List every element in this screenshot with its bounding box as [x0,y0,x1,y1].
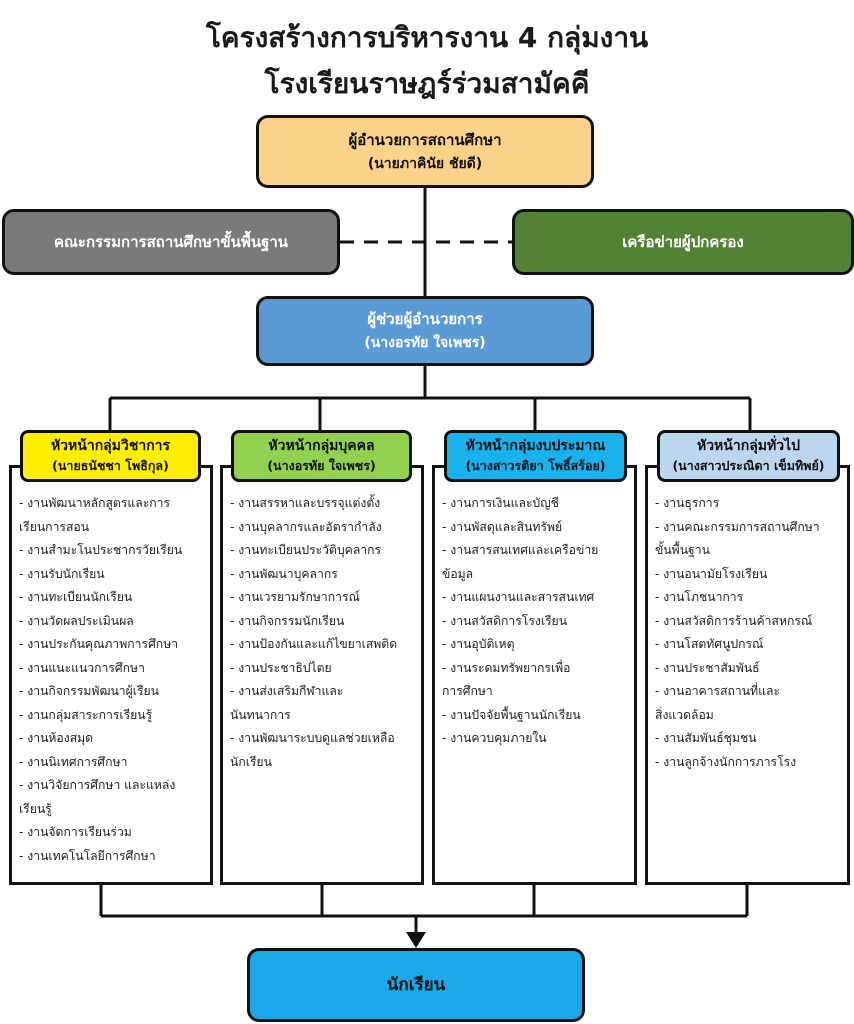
budget-duties-box: - งานการเงินและบัญชี - งานพัสดุและสินทรั… [432,465,637,885]
director-name: (นายภาคินัย ชัยดี) [367,155,483,172]
duty-item: - งานแผนงานและสารสนเทศ [442,590,595,604]
group-head-name: (นางอรทัย ใจเพชร) [267,458,376,473]
duty-item: - งานแนะแนวการศึกษา [19,660,145,675]
academic-head-box: หัวหน้ากลุ่มวิชาการ (นายธนัชชา โพธิกุล) [20,430,201,482]
committee-label: คณะกรรมการสถานศึกษาขั้นพื้นฐาน [53,233,289,251]
assistant-position: ผู้ช่วยผู้อำนวยการ [367,310,483,328]
duty-item: - งานสวัสดิการโรงเรียน [442,613,568,628]
duty-item: - งานโสตทัศนูปกรณ์ [655,637,764,651]
duty-item: - งานคณะกรรมการสถานศึกษา [655,519,820,534]
duty-item: - งานธุรการ [655,496,720,510]
academic-duties-box: - งานพัฒนาหลักสูตรและการ เรียนการสอน - ง… [9,465,213,885]
duty-item: - งานประชาสัมพันธ์ [655,660,760,675]
duty-item: - งานควบคุมภายใน [442,731,547,745]
students-box: นักเรียน [247,948,585,1022]
duty-item: - งานโภชนาการ [655,590,744,604]
group-head-name: (นางสาวประณิดา เข็มทิพย์) [672,458,825,473]
duty-item: - งานสวัสดิการร้านค้าสหกรณ์ [655,613,813,628]
chart-title-line1: โครงสร้างการบริหารงาน 4 กลุ่มงาน [205,21,649,54]
students-label: นักเรียน [386,975,446,995]
duty-item: - งานบุคลากรและอัตรากำลัง [230,519,382,534]
duty-item: การศึกษา [442,684,493,698]
group-head-title: หัวหน้ากลุ่มบุคคล [268,438,375,454]
general-affairs-head-box: หัวหน้ากลุ่มทั่วไป (นางสาวประณิดา เข็มทิ… [657,430,840,482]
duty-item: - งานรับนักเรียน [19,566,105,581]
duty-item: - งานสรรหาและบรรจุแต่งตั้ง [230,496,381,510]
chart-title-line2: โรงเรียนราษฎร์ร่วมสามัคคี [264,67,590,100]
duty-item: - งานกิจกรรมนักเรียน [230,613,345,628]
duty-item: - งานสัมพันธ์ชุมชน [655,731,757,745]
parent-network-box: เครือข่ายผู้ปกครอง [512,209,854,275]
group-head-name: (นายธนัชชา โพธิกุล) [52,458,169,473]
duty-item: - งานสารสนเทศและเครือข่าย [442,543,599,557]
assistant-director-box: ผู้ช่วยผู้อำนวยการ (นางอรทัย ใจเพชร) [256,296,594,366]
group-head-name: (นางสาวรติยา โพธิ์สร้อย) [465,458,606,473]
duty-item: - งานนิเทศการศึกษา [19,754,128,769]
duty-item: - งานทะเบียนนักเรียน [19,590,133,604]
duty-item: - งานวิจัยการศึกษา และแหล่ง [19,778,176,792]
personnel-duties-box: - งานสรรหาและบรรจุแต่งตั้ง - งานบุคลากรแ… [220,465,424,885]
duty-item: - งานเวรยามรักษาการณ์ [230,590,360,604]
duty-item: - งานจัดการเรียนร่วม [19,825,132,839]
duty-item: - งานประกันคุณภาพการศึกษา [19,637,179,651]
duty-item: - งานอาคารสถานที่และ [655,684,780,698]
duty-item: - งานพัฒนาหลักสูตรและการ [19,496,171,510]
duty-item: - งานลูกจ้างนักการภารโรง [655,754,797,769]
duty-item: สิ่งแวดล้อม [655,707,714,722]
duty-item: - งานสำมะโนประชากรวัยเรียน [19,543,183,557]
group-head-title: หัวหน้ากลุ่มวิชาการ [50,438,171,454]
duty-item: - งานพัสดุและสินทรัพย์ [442,519,563,534]
duty-item: - งานระดมทรัพยากรเพื่อ [442,660,571,675]
duty-item: ข้อมูล [442,566,474,581]
duty-item: - งานเทคโนโลยีการศึกษา [19,848,156,863]
duty-item: - งานปัจจัยพื้นฐานนักเรียน [442,707,581,722]
duty-item: ขั้นพื้นฐาน [655,543,710,557]
duty-item: - งานวัดผลประเมินผล [19,613,134,628]
duty-item: - งานส่งเสริมกีฬาและ [230,684,344,698]
general-affairs-duties-box: - งานธุรการ - งานคณะกรรมการสถานศึกษา ขั้… [645,465,850,885]
duty-item: นันทนาการ [230,707,291,722]
committee-box: คณะกรรมการสถานศึกษาขั้นพื้นฐาน [2,209,340,275]
assistant-name: (นางอรทัย ใจเพชร) [364,335,486,351]
duty-item: - งานอนามัยโรงเรียน [655,566,768,581]
director-box: ผู้อำนวยการสถานศึกษา (นายภาคินัย ชัยดี) [256,115,594,188]
duty-item: - งานป้องกันและแก้ไขยาเสพติด [230,637,398,651]
group-head-title: หัวหน้ากลุ่มงบประมาณ [465,438,606,454]
duty-item: - งานพัฒนาระบบดูแลช่วยเหลือ [230,731,395,745]
duty-item: - งานอุบัติเหตุ [442,637,515,651]
duty-item: - งานทะเบียนประวัติบุคลากร [230,543,382,557]
duty-item: - งานประชาธิปไตย [230,660,332,675]
duty-item: เรียนรู้ [19,801,52,816]
duty-item: เรียนการสอน [19,519,90,534]
personnel-head-box: หัวหน้ากลุ่มบุคคล (นางอรทัย ใจเพชร) [231,430,412,482]
duty-item: - งานพัฒนาบุคลากร [230,566,338,581]
parent-network-label: เครือข่ายผู้ปกครอง [622,233,744,251]
duty-item: นักเรียน [230,754,272,769]
duty-item: - งานกิจกรรมพัฒนาผู้เรียน [19,684,159,698]
group-head-title: หัวหน้ากลุ่มทั่วไป [696,438,801,454]
duty-item: - งานกลุ่มสาระการเรียนรู้ [19,707,153,722]
duty-item: - งานการเงินและบัญชี [442,496,559,510]
budget-head-box: หัวหน้ากลุ่มงบประมาณ (นางสาวรติยา โพธิ์ส… [444,430,627,482]
director-position: ผู้อำนวยการสถานศึกษา [348,130,502,149]
duty-item: - งานห้องสมุด [19,731,94,745]
